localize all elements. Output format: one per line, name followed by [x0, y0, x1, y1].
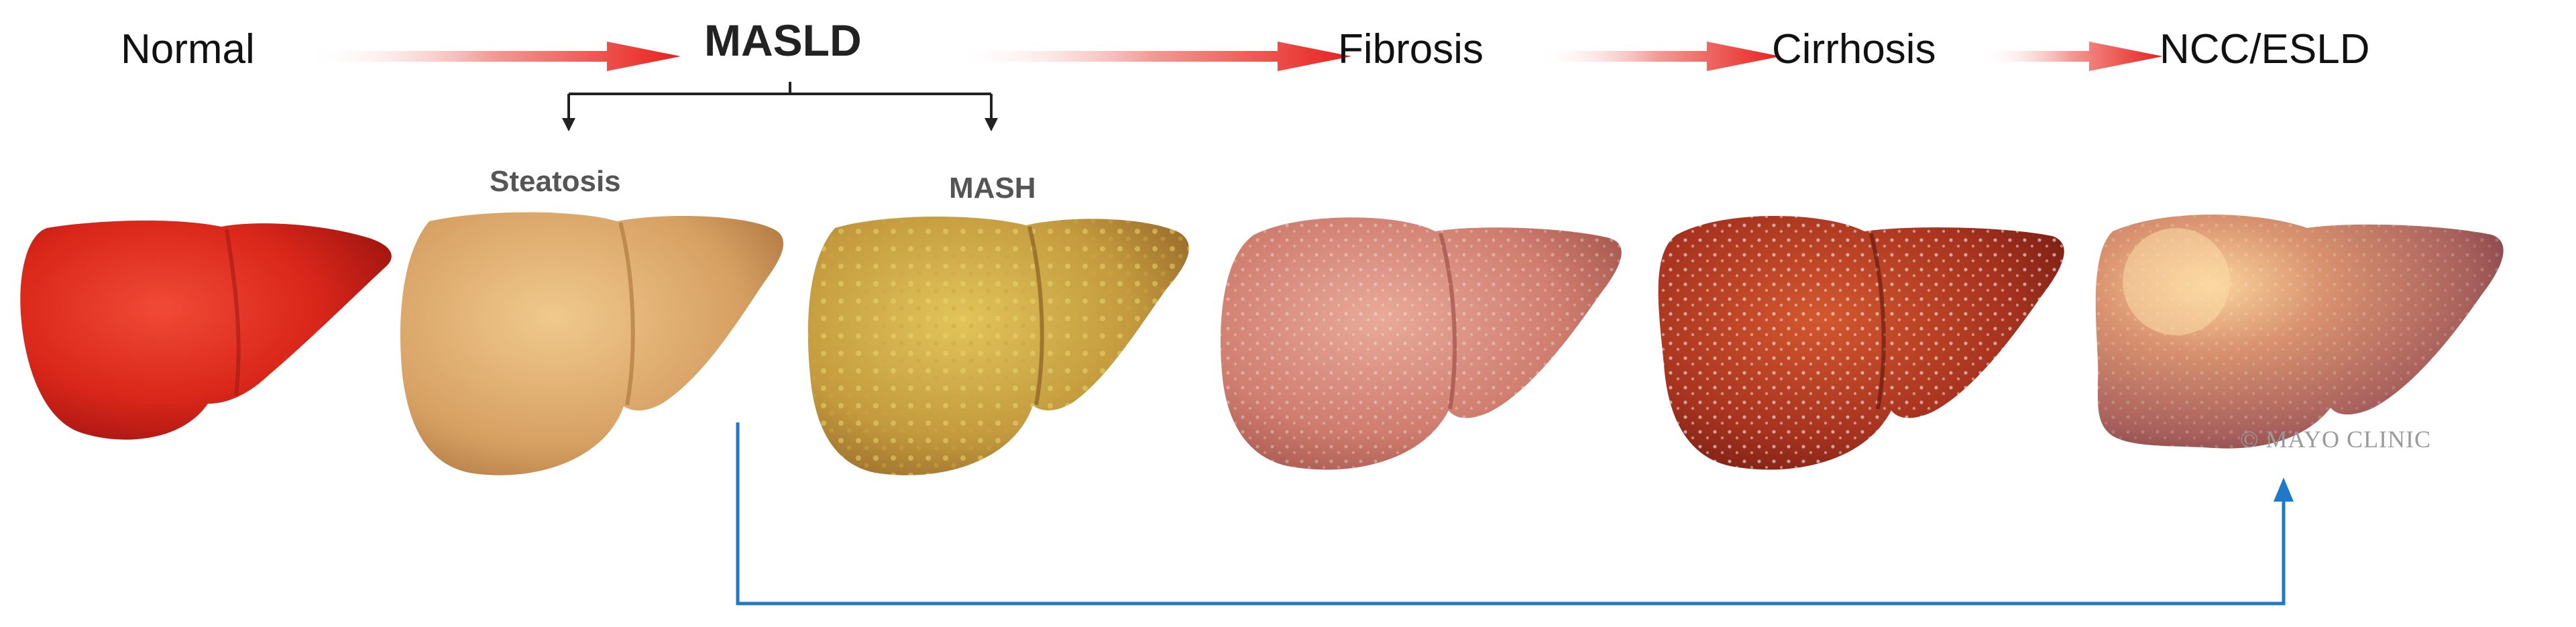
tumor-nodule — [2123, 228, 2230, 335]
stage-label-masld: MASLD — [704, 15, 862, 65]
liver-fibrosis-illustration — [1220, 217, 1622, 470]
masld-branch-connector — [562, 82, 998, 131]
stage-label-normal: Normal — [121, 26, 255, 72]
progression-arrow-3 — [1536, 42, 1781, 71]
liver-cirrhosis-illustration — [1658, 215, 2064, 470]
copyright-notice: © MAYO CLINIC — [2240, 426, 2432, 453]
liver-mash-illustration — [807, 216, 1189, 475]
stage-label-ncc-esld: NCC/ESLD — [2160, 26, 2370, 72]
stage-label-cirrhosis: Cirrhosis — [1772, 26, 1936, 72]
bypass-arrow — [736, 422, 2294, 606]
liver-normal-illustration — [20, 220, 392, 440]
substage-label-mash: MASH — [949, 172, 1036, 205]
progression-arrow-1 — [305, 42, 681, 71]
liver-ncc-esld-illustration — [2095, 215, 2504, 449]
substage-label-steatosis: Steatosis — [490, 165, 621, 198]
progression-arrow-4 — [1978, 42, 2163, 71]
liver-steatosis-illustration — [400, 212, 784, 475]
stage-label-fibrosis: Fibrosis — [1338, 26, 1484, 72]
progression-arrow-2 — [952, 42, 1351, 71]
